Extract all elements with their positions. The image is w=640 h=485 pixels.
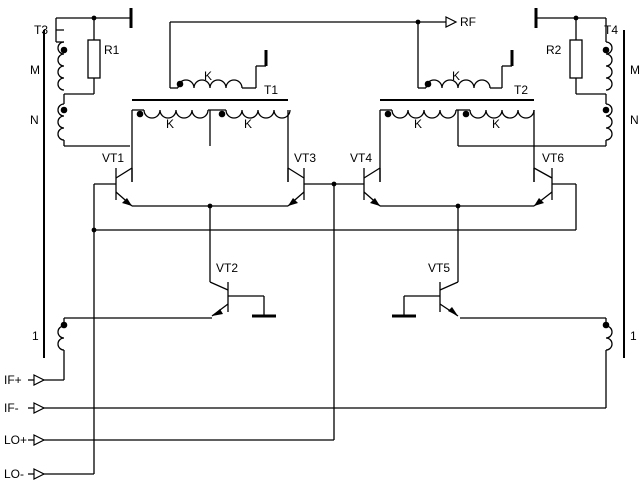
port-if-minus[interactable] [28,402,606,414]
polarity-dot [60,106,68,114]
transistor-vt5 [392,206,459,318]
label-lo-plus: LO+ [4,433,27,447]
label-m-right: M [630,63,640,77]
label-rf: RF [460,15,476,29]
label-n-right: N [630,113,639,127]
polarity-dot [60,321,68,329]
resistor-r1 [87,8,133,94]
label-t1: T1 [264,83,278,97]
label-1-left: 1 [32,329,39,343]
label-1-right: 1 [630,329,637,343]
transistor-vt3 [287,167,334,207]
label-vt5: VT5 [428,261,450,275]
label-n-left: N [30,113,39,127]
label-k-t1-top: K [204,69,212,83]
label-vt2: VT2 [216,261,238,275]
label-r1: R1 [104,43,120,57]
transistor-vt1 [94,167,133,207]
label-if-plus: IF+ [4,373,22,387]
transformer-t4 [458,8,625,408]
label-vt6: VT6 [542,151,564,165]
label-t3: T3 [34,23,48,37]
label-k-t2-top: K [452,69,460,83]
label-vt3: VT3 [294,151,316,165]
port-lo-minus[interactable] [28,468,94,480]
transformer-t2 [170,21,535,182]
port-lo-plus[interactable] [28,434,334,446]
label-vt4: VT4 [350,151,372,165]
label-k-t1-right: K [244,117,252,131]
label-lo-minus: LO- [4,467,24,481]
transformer-t1 [131,22,291,182]
label-k-t2-left: K [414,117,422,131]
transistor-vt2 [209,206,276,318]
polarity-dot [60,46,68,54]
label-if-minus: IF- [4,401,19,415]
transformer-t3 [43,17,212,380]
label-vt1: VT1 [102,151,124,165]
label-k-t2-right: K [492,117,500,131]
port-if-plus[interactable] [28,374,64,386]
transistor-vt4 [334,167,381,207]
label-r2: R2 [546,43,562,57]
transistor-vt6 [533,167,576,207]
label-k-t1-left: K [166,117,174,131]
rf-output [415,16,458,28]
label-t2: T2 [514,83,528,97]
label-t4: T4 [604,23,618,37]
label-m-left: M [30,63,40,77]
resistor-r2 [569,15,583,94]
